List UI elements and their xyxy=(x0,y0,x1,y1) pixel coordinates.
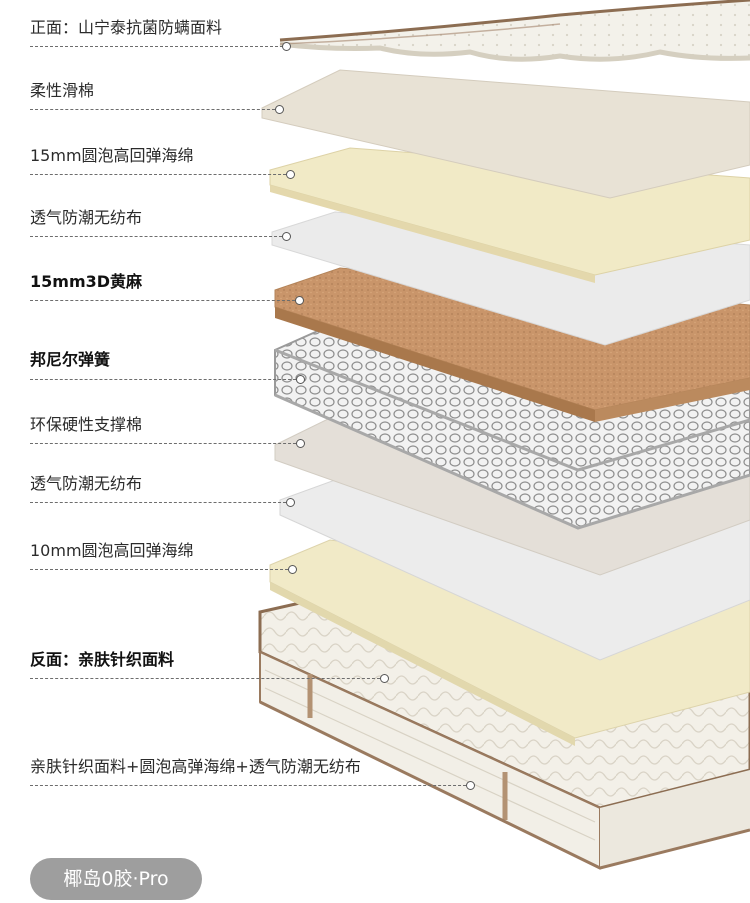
marker-dot-foam-10mm xyxy=(288,565,297,574)
leader-line-nonwoven-upper xyxy=(30,236,282,237)
leader-line-nonwoven-lower xyxy=(30,502,286,503)
layer-label-nonwoven-lower: 透气防潮无纺布 xyxy=(30,474,143,493)
marker-dot-bottom-fabric xyxy=(380,674,389,683)
layer-top-fabric xyxy=(279,0,750,62)
leader-line-foam-10mm xyxy=(30,569,288,570)
layer-foam-15mm-edge xyxy=(270,185,595,283)
leader-line-soft-cotton xyxy=(30,109,275,110)
leader-line-jute xyxy=(30,300,295,301)
marker-dot-top-fabric xyxy=(282,42,291,51)
layer-label-bottom-composite: 亲肤针织面料+圆泡高弹海绵+透气防潮无纺布 xyxy=(30,757,361,776)
marker-dot-bottom-composite xyxy=(466,781,475,790)
layer-label-bonnell-spring: 邦尼尔弹簧 xyxy=(30,350,111,369)
marker-dot-nonwoven-upper xyxy=(282,232,291,241)
leader-line-bottom-composite xyxy=(30,785,466,786)
leader-line-bonnell-spring xyxy=(30,379,296,380)
marker-dot-bonnell-spring xyxy=(296,375,305,384)
leader-line-top-fabric xyxy=(30,46,283,47)
layer-label-top-fabric: 正面：山宁泰抗菌防螨面料 xyxy=(30,18,223,37)
layer-label-support-cotton: 环保硬性支撑棉 xyxy=(30,415,143,434)
layer-jute-edge xyxy=(275,307,595,422)
marker-dot-foam-15mm xyxy=(286,170,295,179)
marker-dot-nonwoven-lower xyxy=(286,498,295,507)
leader-line-foam-15mm xyxy=(30,174,286,175)
layer-label-foam-15mm: 15mm圆泡高回弹海绵 xyxy=(30,146,194,165)
marker-dot-support-cotton xyxy=(296,439,305,448)
layer-foam-10mm-edge xyxy=(270,582,575,746)
model-badge: 椰岛0胶·Pro xyxy=(30,858,202,900)
layer-label-jute: 15mm3D黄麻 xyxy=(30,272,143,291)
layer-label-soft-cotton: 柔性滑棉 xyxy=(30,81,95,100)
layer-soft-cotton xyxy=(261,69,750,199)
leader-line-bottom-fabric xyxy=(30,678,380,679)
layer-jute-right-edge xyxy=(595,378,750,422)
marker-dot-jute xyxy=(295,296,304,305)
marker-dot-soft-cotton xyxy=(275,105,284,114)
layer-label-nonwoven-upper: 透气防潮无纺布 xyxy=(30,208,143,227)
layer-label-bottom-fabric: 反面：亲肤针织面料 xyxy=(30,650,175,669)
layer-label-foam-10mm: 10mm圆泡高回弹海绵 xyxy=(30,541,194,560)
leader-line-support-cotton xyxy=(30,443,296,444)
